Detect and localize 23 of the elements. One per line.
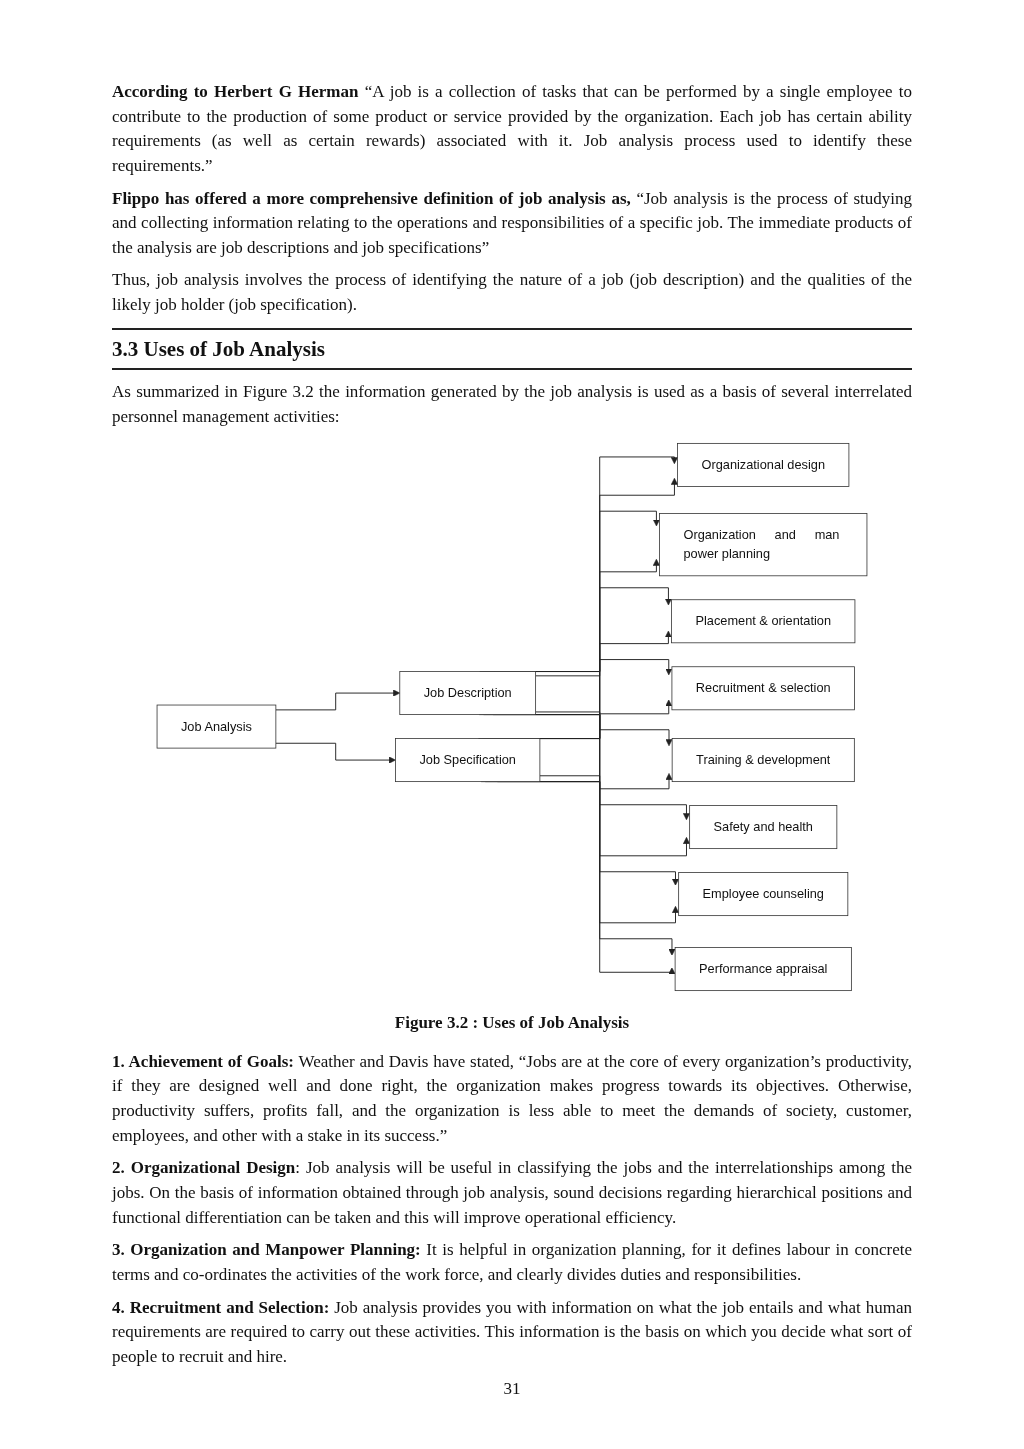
paragraph: 3. Organization and Manpower Planning: It is helpful in organization planning, for it defines labour in concrete terms and co-ordinates the activities of the work force, and clearly divides duties and responsibilities. [112, 1239, 912, 1286]
page-number: 31 [502, 1378, 522, 1401]
paragraph: 2. Organizational Design: Job analysis will be useful in classifying the jobs and the interrelationships among the jobs. On the basis of information obtained through job analysis, sound decisions regarding hierarchical positions and functional differentiation can be taken and this will improve operational efficiency. [112, 1157, 912, 1229]
node-box [399, 671, 536, 716]
section-heading: 3.3 Uses of Job Analysis [112, 327, 912, 371]
node-box [671, 738, 855, 783]
node-box [395, 738, 541, 783]
paragraph: Flippo has offered a more comprehensive definition of job analysis as, “Job analysis is the process of studying and collecting information relating to the operations and responsibilities of a specific job. The immediate products of the analysis are job descriptions and job specifications” [112, 187, 912, 259]
paragraph: 4. Recruitment and Selection: Job analysis provides you with information on what the job entails and what human requirements are required to carry out these activities. This information is the basis on which you decide what sort of people to recruit and hire. [112, 1296, 912, 1368]
paragraph: 1. Achievement of Goals: Weather and Davis have stated, “Jobs are at the core of every organization’s productivity, if they are designed well and done right, the organization makes progress towards its objectives. Otherwise, productivity suffers, profits fall, and the organization is less able to meet the demands of society, customer, employees, and other with a stake in its success.” [112, 1050, 912, 1147]
flow-diagram: Job Analysis Job Description Job Specification Organizational design Organization and man power planning Placement & orientation Recruitment & selection Training & development Safety and health Employee counseling Performance appraisal [112, 437, 912, 998]
paragraph: As summarized in Figure 3.2 the information generated by the job analysis is used as a basis of several interrelated personnel management activities: [112, 381, 912, 428]
paragraph: Thus, job analysis involves the process of identifying the nature of a job (job description) and the qualities of the likely job holder (job specification). [112, 269, 912, 317]
node-box [678, 872, 849, 917]
node-box [677, 443, 850, 488]
figure-caption: Figure 3.2 : Uses of Job Analysis [393, 1012, 631, 1035]
node-box [671, 666, 855, 711]
node-box [671, 599, 856, 644]
paragraph: According to Herbert G Herman “A job is a collection of tasks that can be performed by a single employee to contribute to the production of some product or service provided by the organization. Each job has certain ability requirements (as well as certain rewards) associated with it. Job analysis process used to identify these requirements.” [112, 81, 912, 177]
node-box [659, 513, 868, 577]
node-box [689, 805, 838, 850]
node-box [156, 705, 277, 749]
node-box [674, 947, 852, 992]
